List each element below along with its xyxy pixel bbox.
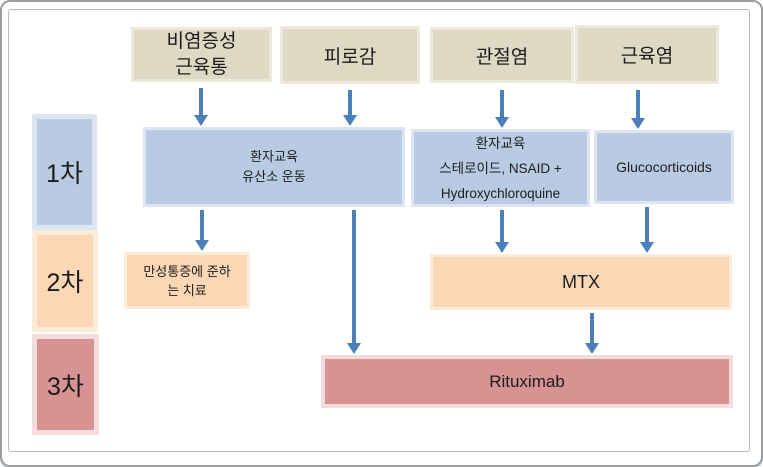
stage-first-line-box: 1차 bbox=[32, 114, 97, 230]
treatment-mtx-box: MTX bbox=[430, 254, 732, 310]
treatment-education-aerobic-box: 환자교육 유산소 운동 bbox=[143, 127, 405, 207]
arrow-shaft bbox=[348, 90, 352, 115]
arrow-down-icon bbox=[347, 343, 361, 354]
treatment-chronic-pain-box: 만성통증에 준하 는 치료 bbox=[124, 252, 250, 309]
arrow-mtx-to-rituximab-icon bbox=[585, 313, 599, 354]
arrow-fatigue-to-education-icon bbox=[343, 90, 357, 126]
arrow-down-icon bbox=[194, 115, 208, 126]
arrow-shaft bbox=[636, 90, 640, 118]
arrow-down-icon bbox=[495, 242, 509, 253]
arrow-education-to-rituximab-icon bbox=[347, 210, 361, 354]
treatment-education-aerobic-label: 환자교육 유산소 운동 bbox=[242, 149, 306, 184]
arrow-glucocorticoids-to-mtx-icon bbox=[640, 207, 654, 253]
arrow-education-to-chronic-pain-icon bbox=[195, 210, 209, 251]
symptom-fatigue-box: 피로감 bbox=[280, 26, 420, 84]
symptom-arthritis-box: 관절염 bbox=[430, 27, 574, 83]
treatment-glucocorticoids-label: Glucocorticoids bbox=[616, 159, 712, 175]
arrow-steroid-to-mtx-icon bbox=[495, 210, 509, 253]
stage-third-line-label: 3차 bbox=[47, 372, 84, 401]
arrow-shaft bbox=[645, 207, 649, 242]
arrow-shaft bbox=[199, 88, 203, 115]
symptom-myositis-label: 근육염 bbox=[620, 46, 674, 67]
arrow-down-icon bbox=[195, 240, 209, 251]
arrow-shaft bbox=[500, 210, 504, 242]
treatment-rituximab-box: Rituximab bbox=[321, 355, 733, 408]
stage-first-line-label: 1차 bbox=[46, 160, 83, 188]
symptom-fatigue-label: 피로감 bbox=[323, 46, 377, 68]
treatment-mtx-label: MTX bbox=[562, 271, 600, 292]
treatment-education-steroid-box: 환자교육 스테로이드, NSAID + Hydroxychloroquine bbox=[411, 129, 590, 207]
treatment-education-steroid-label: 환자교육 스테로이드, NSAID + Hydroxychloroquine bbox=[439, 135, 562, 201]
arrow-shaft bbox=[500, 90, 504, 117]
arrow-shaft bbox=[200, 210, 204, 240]
arrow-shaft bbox=[352, 210, 356, 343]
stage-second-line-box: 2차 bbox=[32, 230, 98, 332]
arrow-arthritis-to-steroid-icon bbox=[495, 90, 509, 128]
symptom-myositis-box: 근육염 bbox=[575, 25, 719, 84]
arrow-down-icon bbox=[495, 117, 509, 128]
treatment-rituximab-label: Rituximab bbox=[489, 371, 565, 391]
arrow-down-icon bbox=[631, 118, 645, 129]
treatment-glucocorticoids-box: Glucocorticoids bbox=[594, 130, 734, 204]
arrow-down-icon bbox=[343, 115, 357, 126]
symptom-noninflammatory-myalgia-box: 비염증성 근육통 bbox=[131, 27, 272, 82]
arrow-myalgia-to-education-icon bbox=[194, 88, 208, 126]
arrow-down-icon bbox=[585, 343, 599, 354]
symptom-arthritis-label: 관절염 bbox=[475, 46, 529, 68]
arrow-down-icon bbox=[640, 242, 654, 253]
symptom-noninflammatory-myalgia-label: 비염증성 근육통 bbox=[166, 30, 237, 78]
arrow-shaft bbox=[590, 313, 594, 343]
treatment-chronic-pain-label: 만성통증에 준하 는 치료 bbox=[143, 263, 231, 298]
stage-second-line-label: 2차 bbox=[46, 269, 84, 297]
arrow-myositis-to-glucocorticoids-icon bbox=[631, 90, 645, 129]
stage-third-line-box: 3차 bbox=[32, 334, 99, 435]
